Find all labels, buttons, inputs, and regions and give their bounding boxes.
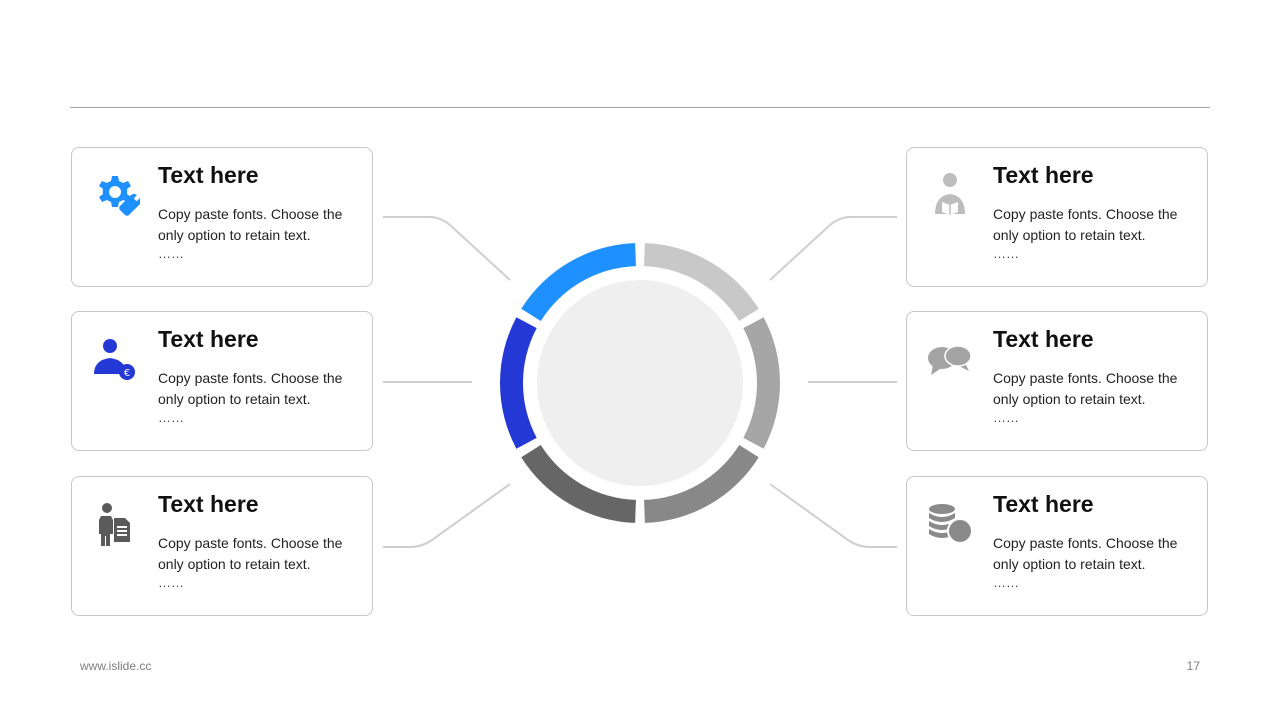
card-mid-left: € Text here Copy paste fonts. Choose the… — [71, 311, 373, 451]
card-ellipsis: …… — [993, 246, 1019, 261]
gear-wrench-icon — [90, 170, 140, 220]
card-title: Text here — [158, 162, 259, 188]
card-ellipsis: …… — [158, 575, 184, 590]
person-document-icon — [90, 499, 140, 549]
card-top-right: Text here Copy paste fonts. Choose the o… — [906, 147, 1208, 287]
ring-segment-bottom-right — [644, 445, 759, 523]
card-title: Text here — [158, 326, 259, 352]
person-reading-icon — [925, 170, 975, 220]
card-body: Copy paste fonts. Choose the only option… — [993, 206, 1178, 243]
ring-segment-top-left — [521, 243, 636, 321]
card-bottom-left: Text here Copy paste fonts. Choose the o… — [71, 476, 373, 616]
card-title: Text here — [993, 326, 1094, 352]
card-body: Copy paste fonts. Choose the only option… — [993, 535, 1178, 572]
ring-segment-left — [500, 317, 537, 449]
connector-bottom-left — [383, 483, 511, 548]
segmented-ring — [500, 243, 780, 523]
businessman-euro-icon: € — [90, 334, 140, 384]
footer-url: www.islide.cc — [80, 659, 152, 673]
card-ellipsis: …… — [993, 575, 1019, 590]
connector-top-left — [383, 216, 511, 281]
card-ellipsis: …… — [158, 246, 184, 261]
speech-bubbles-icon — [925, 334, 975, 384]
card-mid-right: Text here Copy paste fonts. Choose the o… — [906, 311, 1208, 451]
card-bottom-right: Text here Copy paste fonts. Choose the o… — [906, 476, 1208, 616]
card-body: Copy paste fonts. Choose the only option… — [158, 370, 343, 407]
card-body: Copy paste fonts. Choose the only option… — [158, 535, 343, 572]
connector-top-right — [769, 216, 897, 281]
ring-center — [537, 280, 743, 486]
ring-segment-bottom-left — [521, 445, 636, 523]
card-body: Copy paste fonts. Choose the only option… — [158, 206, 343, 243]
ring-segment-right — [743, 317, 780, 449]
card-top-left: Text here Copy paste fonts. Choose the o… — [71, 147, 373, 287]
coins-stack-icon — [925, 499, 975, 549]
page-number: 17 — [1186, 659, 1200, 673]
card-ellipsis: …… — [993, 410, 1019, 425]
connector-bottom-right — [769, 483, 897, 548]
card-ellipsis: …… — [158, 410, 184, 425]
card-body: Copy paste fonts. Choose the only option… — [993, 370, 1178, 407]
card-title: Text here — [993, 491, 1094, 517]
card-title: Text here — [993, 162, 1094, 188]
header-divider — [70, 107, 1210, 108]
ring-segment-top-right — [644, 243, 759, 321]
svg-text:€: € — [124, 368, 130, 379]
card-title: Text here — [158, 491, 259, 517]
